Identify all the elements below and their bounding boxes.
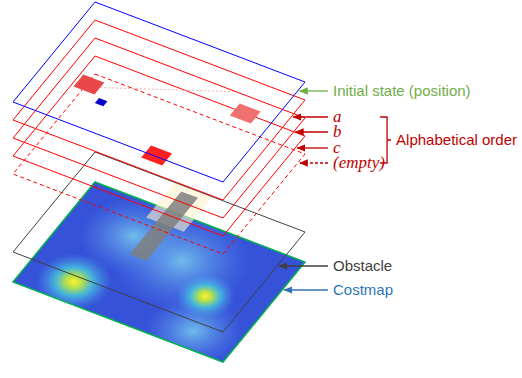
leader-arrow <box>297 147 328 148</box>
leader-arrow <box>296 131 328 132</box>
obstacle-bar <box>130 191 199 260</box>
leader-arrow <box>300 162 328 163</box>
layer-label: Costmap <box>333 281 393 298</box>
object-square <box>230 104 261 124</box>
layer-outline <box>13 2 305 182</box>
layer-outline <box>13 20 305 200</box>
layer-plane <box>13 2 305 182</box>
leader-arrow <box>279 265 328 266</box>
costmap-image <box>13 182 305 366</box>
leader-arrow <box>300 90 328 91</box>
layer-label: (empty) <box>333 153 385 173</box>
layer-plane <box>13 152 305 332</box>
leader-arrow <box>293 116 328 117</box>
layer-plane <box>13 20 305 200</box>
group-label: Alphabetical order <box>396 131 517 148</box>
guide-line <box>100 88 235 92</box>
leader-arrow <box>284 289 328 290</box>
object-square <box>141 146 172 166</box>
layer-outline <box>13 182 305 362</box>
cost-peak <box>175 274 235 319</box>
object-square <box>74 75 105 95</box>
layer-outline <box>13 152 305 332</box>
agent-dot <box>95 98 108 106</box>
layer-label: Obstacle <box>333 257 392 274</box>
layer-plane <box>13 182 305 362</box>
layer-label: Initial state (position) <box>333 82 471 99</box>
cost-peak <box>36 253 112 310</box>
